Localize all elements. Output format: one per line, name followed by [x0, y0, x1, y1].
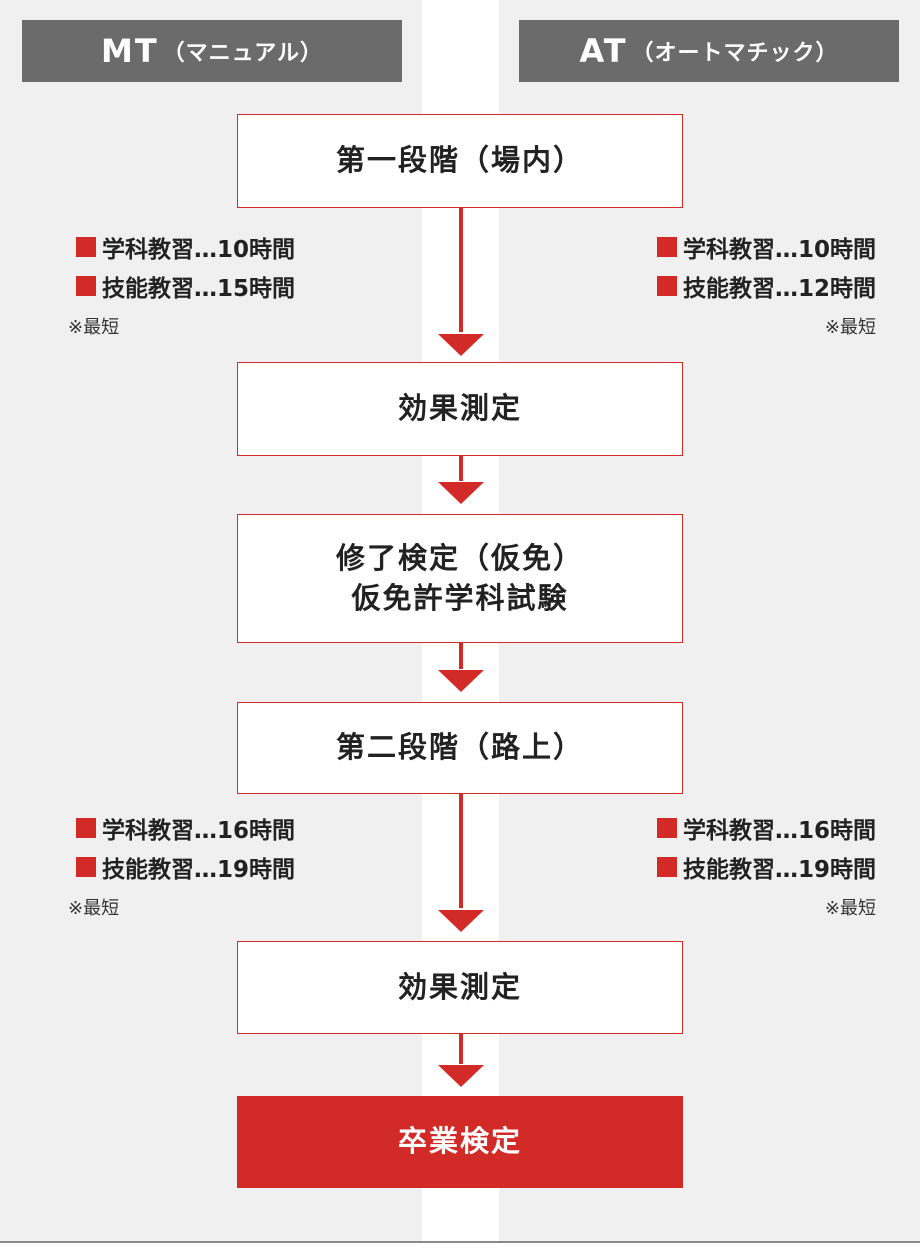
hours-item: 学科教習…16時間: [76, 808, 295, 847]
hours-item: 学科教習…10時間: [76, 227, 295, 266]
minimum-note: ※最短: [68, 317, 120, 338]
bullet-square-icon: [656, 856, 677, 877]
mt-header: MT（マニュアル）: [22, 20, 402, 82]
hours-item: 学科教習…16時間: [656, 808, 876, 847]
hours-text: 学科教習…16時間: [102, 817, 296, 844]
hours-text: 学科教習…10時間: [682, 236, 876, 263]
down-arrow-icon: [438, 334, 484, 356]
bullet-square-icon: [656, 236, 677, 257]
step-label: 第一段階（場内）: [335, 143, 584, 178]
hours-text: 技能教習…19時間: [682, 856, 876, 883]
down-arrow-icon: [438, 1065, 484, 1087]
minimum-note: ※最短: [68, 898, 120, 919]
hours-item: 技能教習…19時間: [76, 847, 295, 886]
bullet-square-icon: [76, 236, 96, 257]
step-label: 効果測定: [397, 391, 522, 426]
at-header-label: AT: [579, 32, 628, 70]
mt-stage1-hours: 学科教習…10時間 技能教習…15時間 ※最短: [68, 227, 295, 339]
step-label: 卒業検定: [397, 1124, 522, 1159]
at-stage2-hours: 学科教習…16時間 技能教習…19時間 ※最短: [656, 808, 876, 920]
at-header-sub: （オートマチック）: [631, 41, 839, 66]
hours-item: 学科教習…10時間: [656, 227, 876, 266]
mt-header-label: MT: [100, 32, 159, 70]
hours-item: 技能教習…15時間: [76, 266, 295, 305]
step-effect-measurement-2: 効果測定: [237, 941, 683, 1034]
down-arrow-icon: [438, 910, 484, 932]
bullet-square-icon: [656, 817, 677, 838]
connector-line: [459, 794, 463, 908]
step-label: 効果測定: [397, 969, 522, 1004]
connector-line: [459, 643, 463, 669]
mt-stage2-hours: 学科教習…16時間 技能教習…19時間 ※最短: [68, 808, 295, 920]
bullet-square-icon: [656, 275, 677, 296]
connector-line: [459, 456, 463, 481]
mt-header-sub: （マニュアル）: [162, 41, 323, 66]
hours-text: 学科教習…10時間: [102, 236, 296, 263]
step-label: 第二段階（路上）: [335, 730, 584, 765]
minimum-note: ※最短: [824, 317, 876, 338]
bullet-square-icon: [76, 856, 96, 877]
bullet-square-icon: [76, 817, 96, 838]
hours-text: 技能教習…19時間: [102, 856, 296, 883]
at-stage1-hours: 学科教習…10時間 技能教習…12時間 ※最短: [656, 227, 876, 339]
hours-item: 技能教習…19時間: [656, 847, 876, 886]
hours-text: 学科教習…16時間: [682, 817, 876, 844]
down-arrow-icon: [438, 482, 484, 504]
hours-text: 技能教習…15時間: [102, 275, 296, 302]
connector-line: [459, 1034, 463, 1064]
bullet-square-icon: [76, 275, 96, 296]
bottom-divider: [0, 1241, 920, 1243]
step-label: 修了検定（仮免）: [335, 541, 584, 576]
at-header: AT（オートマチック）: [519, 20, 899, 82]
step-label: 仮免許学科試験: [351, 580, 569, 615]
step-effect-measurement-1: 効果測定: [237, 362, 683, 456]
step-second-stage: 第二段階（路上）: [237, 702, 683, 794]
minimum-note: ※最短: [824, 898, 876, 919]
hours-text: 技能教習…12時間: [682, 275, 876, 302]
down-arrow-icon: [438, 670, 484, 692]
step-first-stage: 第一段階（場内）: [237, 114, 683, 208]
step-graduation-exam: 卒業検定: [237, 1096, 683, 1188]
connector-line: [459, 208, 463, 332]
step-completion-exam: 修了検定（仮免） 仮免許学科試験: [237, 514, 683, 643]
hours-item: 技能教習…12時間: [656, 266, 876, 305]
